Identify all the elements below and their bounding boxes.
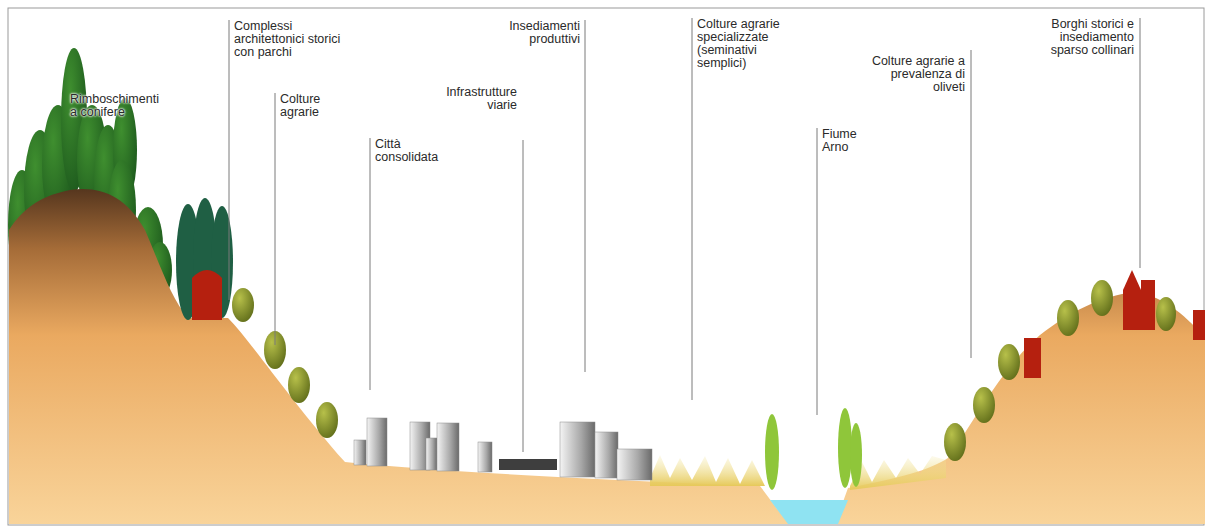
- callout-label: Borghi storici e insediamento sparso col…: [1042, 18, 1134, 57]
- callout-label: Città consolidata: [375, 138, 450, 164]
- callout-label: Infrastrutture viarie: [427, 86, 517, 112]
- callout-label: Rimboschimenti a conifere: [70, 93, 162, 119]
- callout-label: Colture agrarie specializzate (seminativ…: [697, 18, 781, 70]
- callout-label: Colture agrarie: [280, 93, 340, 119]
- callout-label: Fiume Arno: [822, 128, 867, 154]
- callout-label: Colture agrarie a prevalenza di oliveti: [871, 55, 965, 94]
- callout-label: Complessi architettonici storici con par…: [234, 20, 346, 59]
- callout-label: Insediamenti produttivi: [485, 20, 580, 46]
